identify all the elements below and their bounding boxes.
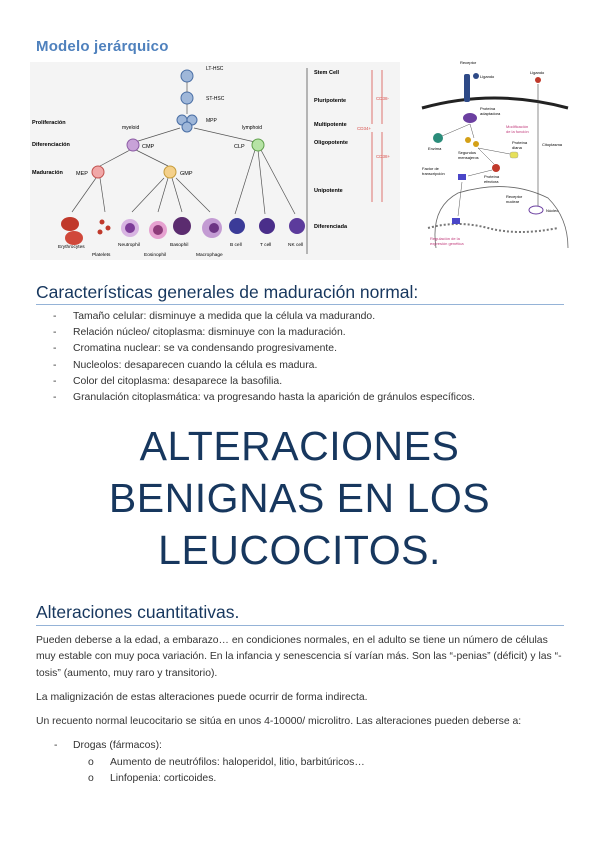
svg-text:B cell: B cell <box>230 242 242 248</box>
svg-text:Stem Cell: Stem Cell <box>314 70 340 76</box>
cell-signalling-diagram: Receptor Ligando Ligando Proteína adapta… <box>418 58 570 258</box>
svg-text:Citoplasma: Citoplasma <box>542 142 563 147</box>
maduracion-list: Tamaño celular: disminuye a medida que l… <box>36 309 475 406</box>
sub-item-text: Linfopenia: corticoides. <box>110 773 217 784</box>
svg-text:Oligopotente: Oligopotente <box>314 140 348 146</box>
circle-bullet: o <box>88 757 94 768</box>
svg-text:nuclear: nuclear <box>506 199 520 204</box>
svg-text:Ligando: Ligando <box>480 74 495 79</box>
svg-text:de la función: de la función <box>506 129 529 134</box>
svg-text:Segundos: Segundos <box>458 150 476 155</box>
svg-text:Multipotente: Multipotente <box>314 122 347 128</box>
svg-text:Diferenciación: Diferenciación <box>32 142 71 148</box>
sub-item-text: Aumento de neutrófilos: haloperidol, lit… <box>110 757 365 768</box>
section-heading-cuantitativas: Alteraciones cuantitativas. <box>36 602 240 622</box>
section-heading-maduracion: Características generales de maduración … <box>36 282 419 302</box>
svg-text:Platelets: Platelets <box>92 252 111 258</box>
svg-text:adaptadora: adaptadora <box>480 111 501 116</box>
svg-text:Proteína: Proteína <box>480 106 496 111</box>
svg-text:Neutrophil: Neutrophil <box>118 242 140 248</box>
section-divider <box>36 625 564 626</box>
svg-text:ST-HSC: ST-HSC <box>206 96 225 102</box>
svg-text:Unipotente: Unipotente <box>314 188 343 194</box>
svg-text:Proteína: Proteína <box>484 174 500 179</box>
svg-text:expresión genética: expresión genética <box>430 241 464 246</box>
svg-text:MPP: MPP <box>206 118 218 124</box>
svg-text:Receptor: Receptor <box>460 60 477 65</box>
svg-text:LT-HSC: LT-HSC <box>206 66 224 72</box>
heading-modelo-jerarquico: Modelo jerárquico <box>36 38 169 55</box>
list-item: Color del citoplasma: desaparece la baso… <box>36 374 475 390</box>
svg-text:Basophil: Basophil <box>170 242 188 248</box>
svg-text:diana: diana <box>512 145 523 150</box>
svg-text:Eosinophil: Eosinophil <box>144 252 166 258</box>
circle-bullet: o <box>88 773 94 784</box>
list-item: Relación núcleo/ citoplasma: disminuye c… <box>36 325 475 341</box>
main-title-line-3: LEUCOCITOS. <box>158 527 441 573</box>
svg-text:myeloid: myeloid <box>122 125 139 131</box>
svg-text:MEP: MEP <box>76 171 88 177</box>
section-divider <box>36 304 564 305</box>
dash-bullet: - <box>54 740 58 751</box>
svg-text:CD38+: CD38+ <box>376 154 391 159</box>
svg-text:Ligando: Ligando <box>530 70 545 75</box>
svg-text:Maduración: Maduración <box>32 170 64 176</box>
list-item-text: Drogas (fármacos): <box>73 740 162 751</box>
svg-text:CD38-: CD38- <box>376 96 390 101</box>
list-item-drogas: - Drogas (fármacos): <box>54 740 162 751</box>
paragraph-edad: Pueden deberse a la edad, a embarazo… en… <box>36 635 562 679</box>
svg-text:Erythrocytes: Erythrocytes <box>58 244 85 250</box>
svg-text:Enzima: Enzima <box>428 146 442 151</box>
svg-text:Modificación: Modificación <box>506 124 528 129</box>
list-item: Cromatina nuclear: se va condensando pro… <box>36 341 475 357</box>
svg-text:Factor de: Factor de <box>422 166 440 171</box>
svg-text:NK cell: NK cell <box>288 242 303 248</box>
svg-text:lymphoid: lymphoid <box>242 125 262 131</box>
svg-text:Macrophage: Macrophage <box>196 252 223 258</box>
main-title: ALTERACIONES BENIGNAS EN LOS LEUCOCITOS. <box>0 420 599 576</box>
hematopoiesis-diagram: LT-HSC ST-HSC MPP Proliferación Diferenc… <box>30 62 400 260</box>
svg-text:Pluripotente: Pluripotente <box>314 98 346 104</box>
svg-text:T cell: T cell <box>260 242 271 248</box>
svg-text:Regulación de la: Regulación de la <box>430 236 461 241</box>
svg-text:CLP: CLP <box>234 144 245 150</box>
svg-text:Núcleo: Núcleo <box>546 208 559 213</box>
list-item: Tamaño celular: disminuye a medida que l… <box>36 309 475 325</box>
main-title-line-1: ALTERACIONES <box>139 423 460 469</box>
svg-text:Diferenciada: Diferenciada <box>314 224 348 230</box>
svg-text:CMP: CMP <box>142 144 155 150</box>
paragraph-recuento: Un recuento normal leucocitario se sitúa… <box>36 716 522 727</box>
svg-text:CD34+: CD34+ <box>357 126 372 131</box>
list-item: Nucleolos: desaparecen cuando la célula … <box>36 358 475 374</box>
paragraph-malignizacion: La malignización de estas alteraciones p… <box>36 692 368 703</box>
svg-text:transcripción: transcripción <box>422 171 445 176</box>
svg-text:efectora: efectora <box>484 179 499 184</box>
svg-text:GMP: GMP <box>180 171 193 177</box>
svg-text:mensajeros: mensajeros <box>458 155 479 160</box>
svg-text:Receptor: Receptor <box>506 194 523 199</box>
sub-item-linfopenia: o Linfopenia: corticoides. <box>88 773 216 784</box>
svg-text:Proliferación: Proliferación <box>32 120 66 126</box>
list-item: Granulación citoplasmática: va progresan… <box>36 390 475 406</box>
svg-text:Proteína: Proteína <box>512 140 528 145</box>
sub-item-neutrofilos: o Aumento de neutrófilos: haloperidol, li… <box>88 757 365 768</box>
main-title-line-2: BENIGNAS EN LOS <box>108 475 491 521</box>
